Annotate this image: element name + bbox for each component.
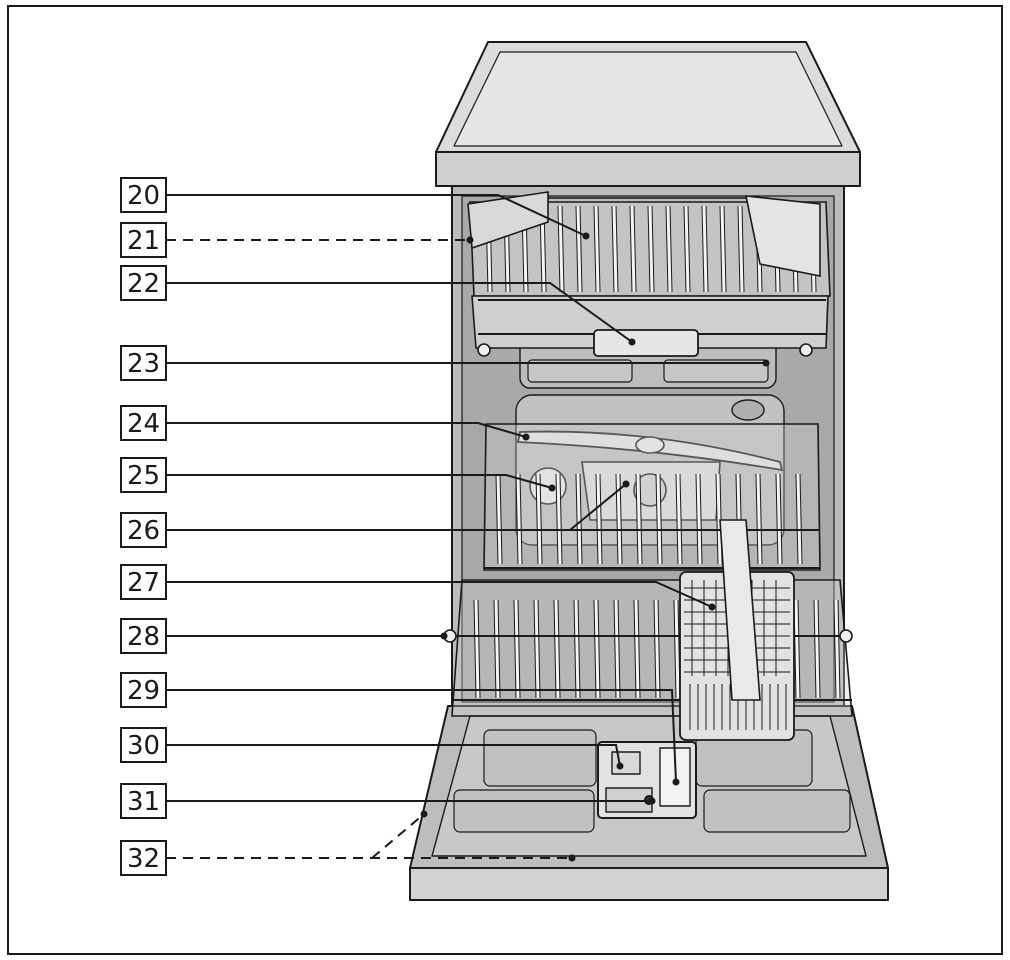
callout-dot — [440, 632, 448, 640]
callout-number: 26 — [127, 516, 160, 546]
callout-label-27: 27 — [120, 564, 167, 600]
lower-basket — [443, 423, 853, 741]
callout-leader-23 — [166, 359, 770, 367]
callout-leader-26 — [166, 480, 630, 531]
callout-leader-25 — [166, 474, 556, 492]
callout-number: 29 — [127, 676, 160, 706]
callout-leader-27 — [166, 581, 716, 611]
callout-leader-21 — [166, 236, 474, 244]
callout-leader-22 — [166, 282, 636, 346]
callout-number: 27 — [127, 568, 160, 598]
callout-dot — [708, 603, 716, 611]
callout-number: 21 — [127, 226, 160, 256]
callout-label-23: 23 — [120, 345, 167, 381]
callout-dot — [762, 359, 770, 367]
callout-dot — [522, 433, 530, 441]
callout-label-22: 22 — [120, 265, 167, 301]
callout-leader-28 — [166, 632, 448, 640]
callout-dot — [568, 854, 576, 862]
callout-number: 25 — [127, 461, 160, 491]
callout-dot — [582, 232, 590, 240]
callout-dot — [466, 236, 474, 244]
callout-dot — [648, 797, 656, 805]
callout-dot — [628, 338, 636, 346]
callout-leader-32 — [166, 810, 576, 862]
upper-rack — [467, 191, 831, 357]
callout-leader-31 — [166, 797, 656, 805]
callout-leader-29 — [166, 689, 680, 786]
worktop-front-edge — [435, 151, 861, 187]
callout-number: 30 — [127, 731, 160, 761]
callout-label-30: 30 — [120, 727, 167, 763]
callout-label-31: 31 — [120, 783, 167, 819]
upper-spray-arm — [593, 329, 699, 357]
callout-label-25: 25 — [120, 457, 167, 493]
callout-number: 22 — [127, 269, 160, 299]
callout-label-20: 20 — [120, 177, 167, 213]
callout-number: 24 — [127, 409, 160, 439]
callout-number: 32 — [127, 844, 160, 874]
callout-number: 28 — [127, 622, 160, 652]
callout-dot — [548, 484, 556, 492]
callout-dot — [622, 480, 630, 488]
callout-label-29: 29 — [120, 672, 167, 708]
callout-dot — [616, 762, 624, 770]
callout-leader-20 — [166, 194, 590, 240]
callout-leader-24 — [166, 422, 530, 441]
callout-label-32: 32 — [120, 840, 167, 876]
callout-dot — [672, 778, 680, 786]
callout-label-28: 28 — [120, 618, 167, 654]
callout-number: 23 — [127, 349, 160, 379]
callout-number: 20 — [127, 181, 160, 211]
callout-label-21: 21 — [120, 222, 167, 258]
door-front-edge — [409, 867, 889, 901]
callout-label-26: 26 — [120, 512, 167, 548]
callout-label-24: 24 — [120, 405, 167, 441]
callout-leader-30 — [166, 744, 624, 770]
callout-number: 31 — [127, 787, 160, 817]
